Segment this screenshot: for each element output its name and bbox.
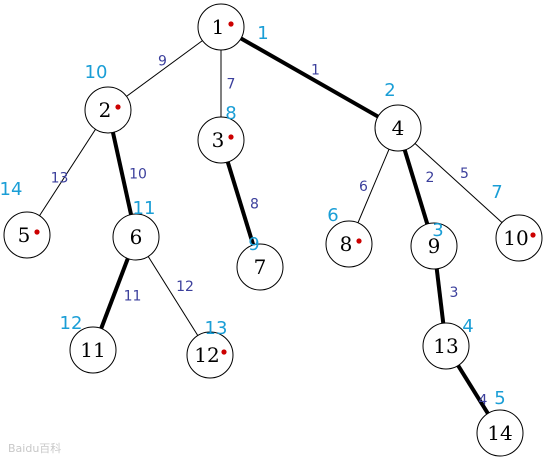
node-label: 13: [433, 334, 458, 358]
edge-weight-4-10: 5: [460, 166, 469, 182]
edge-1-4: [220, 25, 399, 130]
node-2: 2 10: [84, 62, 132, 134]
edge-weight-1-4: 1: [311, 63, 320, 79]
node-label: 2: [99, 98, 112, 122]
node-13: 134: [422, 316, 474, 370]
node-order-label: 4: [462, 316, 473, 337]
node-circle: [84, 86, 132, 134]
node-circle: [422, 322, 470, 370]
node-label: 1: [212, 15, 225, 39]
node-label: 5: [18, 223, 31, 247]
node-label: 8: [340, 232, 353, 256]
node-circle: [236, 243, 284, 291]
node-label: 7: [254, 255, 267, 279]
edge-4-10: [397, 127, 520, 239]
edge-weight-1-3: 7: [227, 77, 236, 93]
marker-dot-icon: [34, 229, 40, 235]
node-order-label: 13: [205, 318, 228, 339]
node-circle: [325, 220, 373, 268]
edge-weight-2-6: 10: [129, 167, 147, 183]
edge-weight-4-9: 2: [426, 170, 435, 186]
node-14: 14 5: [476, 388, 524, 457]
marker-dot-icon: [530, 232, 536, 238]
edge-2-5: [26, 109, 109, 236]
node-order-label: 2: [384, 80, 395, 101]
node-order-label: 6: [327, 205, 338, 226]
node-5: 5 14: [0, 179, 51, 259]
node-label: 6: [130, 225, 143, 249]
node-order-label: 10: [85, 62, 108, 83]
node-6: 611: [112, 198, 160, 261]
node-order-label: 5: [494, 388, 505, 409]
marker-dot-icon: [115, 104, 121, 110]
node-9: 93: [410, 220, 458, 270]
node-circle: [374, 104, 422, 152]
node-circle: [495, 214, 543, 262]
node-label: 14: [487, 421, 512, 445]
edge-weight-3-7: 8: [250, 197, 259, 213]
node-circle: [186, 331, 234, 379]
edge-weight-9-13: 3: [450, 285, 459, 301]
node-order-label: 7: [491, 182, 502, 203]
node-circle: [197, 3, 245, 51]
edge-weight-2-5: 13: [51, 171, 69, 187]
node-10: 10 7: [491, 182, 543, 262]
node-label: 10: [503, 226, 528, 250]
edge-weight-6-11: 11: [124, 289, 142, 305]
edge-weight-1-2: 9: [158, 54, 167, 70]
node-4: 42: [374, 80, 422, 152]
node-circle: [410, 222, 458, 270]
marker-dot-icon: [221, 349, 227, 355]
node-order-label: 14: [0, 179, 22, 200]
watermark: Baidu百科: [8, 441, 61, 455]
node-circle: [197, 116, 245, 164]
node-order-label: 9: [248, 234, 259, 255]
node-3: 38: [197, 103, 245, 164]
marker-dot-icon: [356, 238, 362, 244]
marker-dot-icon: [228, 21, 234, 27]
marker-dot-icon: [228, 134, 234, 140]
node-order-label: 3: [432, 220, 443, 241]
node-circle: [112, 213, 160, 261]
node-label: 3: [212, 128, 225, 152]
node-label: 9: [428, 234, 441, 258]
node-label: 11: [80, 338, 105, 362]
node-label: 12: [194, 343, 219, 367]
node-order-label: 1: [257, 23, 268, 44]
node-label: 4: [392, 116, 405, 140]
node-order-label: 12: [60, 313, 83, 334]
node-circle: [476, 409, 524, 457]
node-circle: [3, 211, 51, 259]
node-circle: [69, 326, 117, 374]
node-order-label: 11: [133, 198, 156, 219]
node-order-label: 8: [225, 103, 236, 124]
node-7: 79: [236, 234, 284, 291]
node-8: 86: [325, 205, 373, 268]
edge-weight-4-8: 6: [359, 179, 368, 195]
edge-weight-13-14: 4: [479, 393, 488, 409]
edge-weight-6-12: 12: [176, 279, 194, 295]
